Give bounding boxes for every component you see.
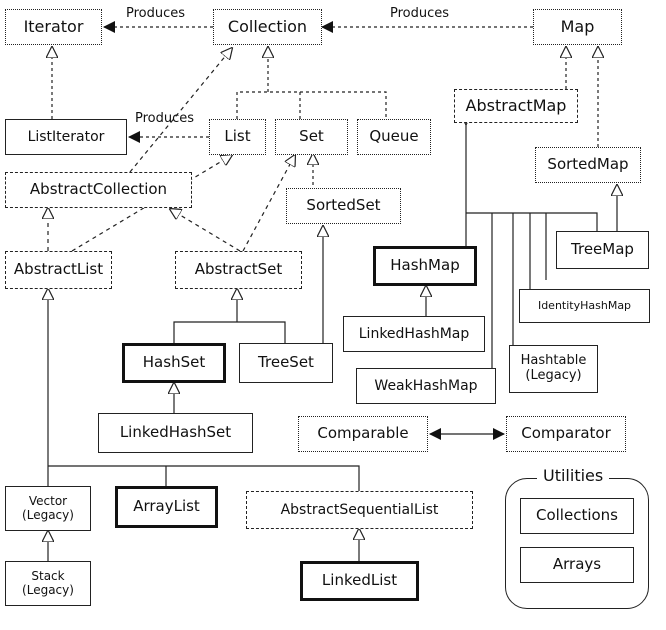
vector-legacy-note: (Legacy) xyxy=(22,507,74,522)
abstractcollection-implements-collection xyxy=(129,48,232,173)
weak-hash-map-node: WeakHashMap xyxy=(356,368,496,404)
utilities-title: Utilities xyxy=(537,466,610,485)
produces-label: Produces xyxy=(126,6,186,21)
produces-label: Produces xyxy=(390,6,450,21)
linked-list-node: LinkedList xyxy=(300,561,419,601)
hash-map-node: HashMap xyxy=(373,246,477,286)
vector-node: Vector (Legacy) xyxy=(5,486,91,531)
iterator-node: Iterator xyxy=(5,9,102,45)
sorted-set-node: SortedSet xyxy=(286,188,401,224)
hashtable-node: Hashtable (Legacy) xyxy=(509,345,598,393)
map-node: Map xyxy=(533,9,622,45)
stack-node: Stack (Legacy) xyxy=(5,561,91,606)
abstract-map-node: AbstractMap xyxy=(454,89,578,123)
comparator-node: Comparator xyxy=(506,416,626,452)
hash-set-node: HashSet xyxy=(122,343,226,383)
identity-hash-map-node: IdentityHashMap xyxy=(519,289,650,323)
linked-hash-map-node: LinkedHashMap xyxy=(343,316,485,352)
set-node: Set xyxy=(275,119,348,155)
array-list-node: ArrayList xyxy=(115,486,218,528)
stack-legacy-note: (Legacy) xyxy=(22,582,74,597)
comparable-node: Comparable xyxy=(298,416,428,452)
linked-hash-set-node: LinkedHashSet xyxy=(98,413,253,453)
sorted-map-node: SortedMap xyxy=(535,147,641,183)
abstract-set-node: AbstractSet xyxy=(175,251,302,289)
hashtable-legacy-note: (Legacy) xyxy=(525,368,582,383)
abstract-list-node: AbstractList xyxy=(5,251,112,289)
list-node: List xyxy=(209,119,266,155)
queue-node: Queue xyxy=(357,119,431,155)
hashtable-label: Hashtable xyxy=(520,353,587,369)
vector-label: Vector xyxy=(28,493,68,508)
arrays-node: Arrays xyxy=(520,547,634,583)
abstract-collection-node: AbstractCollection xyxy=(5,172,192,208)
abstract-sequential-list-node: AbstractSequentialList xyxy=(246,491,473,529)
list-iterator-node: ListIterator xyxy=(5,119,127,155)
collections-node: Collections xyxy=(520,498,634,534)
collection-node: Collection xyxy=(213,9,322,45)
stack-label: Stack xyxy=(31,568,65,583)
tree-set-node: TreeSet xyxy=(239,343,333,383)
produces-label: Produces xyxy=(135,111,195,126)
tree-map-node: TreeMap xyxy=(556,231,649,269)
